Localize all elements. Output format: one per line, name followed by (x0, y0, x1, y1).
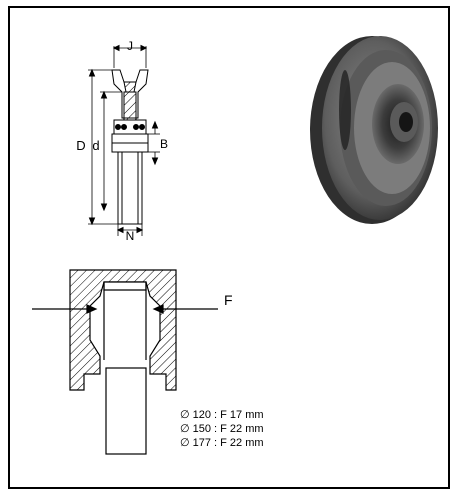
label-d: d (92, 138, 99, 153)
label-B: B (160, 137, 168, 151)
pulley-illustration (310, 36, 438, 224)
pulley-section-drawing (88, 44, 160, 236)
spec-line-177: ∅ 177 : F 22 mm (180, 437, 264, 449)
spec-line-150: ∅ 150 : F 22 mm (180, 423, 264, 435)
label-F: F (224, 292, 233, 308)
label-N: N (126, 229, 135, 243)
label-D: D (76, 138, 85, 153)
spec-line-120: ∅ 120 : F 17 mm (180, 409, 264, 421)
groove-detail-drawing (32, 269, 218, 455)
label-J: J (127, 39, 133, 53)
